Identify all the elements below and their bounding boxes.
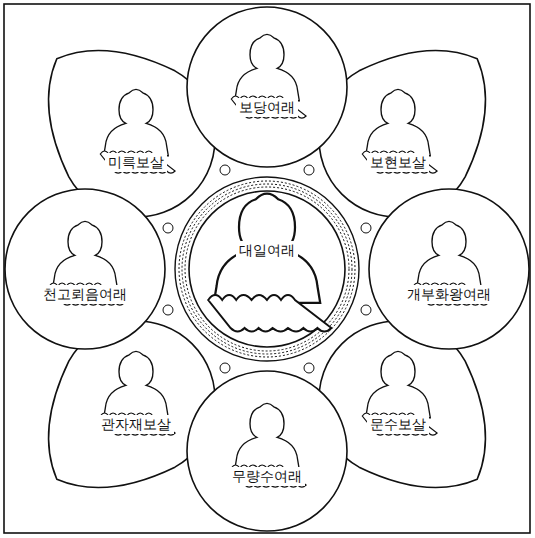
petal-deity-label: 보당여래 <box>236 98 298 117</box>
petal-deity-label: 미륵보살 <box>105 153 167 172</box>
deity-name: 보현보살 <box>370 154 426 171</box>
deity-name: 미륵보살 <box>108 154 164 171</box>
deity-name: 문수보살 <box>370 416 426 433</box>
petal-deity-label: 문수보살 <box>367 415 429 434</box>
petal-deity-label: 개부화왕여래 <box>404 285 494 304</box>
petal-deity-label: 보현보살 <box>367 153 429 172</box>
petal-deity-label: 천고뢰음여래 <box>40 285 130 304</box>
deity-name: 보당여래 <box>239 99 295 116</box>
deity-name: 대일여래 <box>239 242 295 259</box>
deity-name: 개부화왕여래 <box>407 286 491 303</box>
petal-deity-label: 관자재보살 <box>98 415 174 434</box>
center-deity-label: 대일여래 <box>236 241 298 260</box>
deity-name: 무량수여래 <box>232 468 302 485</box>
deity-name: 관자재보살 <box>101 416 171 433</box>
deity-name: 천고뢰음여래 <box>43 286 127 303</box>
petal-deity-label: 무량수여래 <box>229 467 305 486</box>
